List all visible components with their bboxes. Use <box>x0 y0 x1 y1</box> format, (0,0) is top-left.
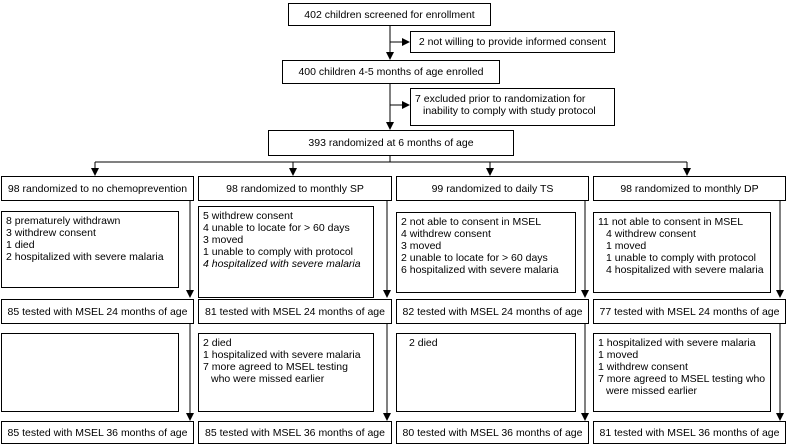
tested-24-box: 85 tested with MSEL 24 months of age <box>1 299 194 324</box>
loss-line: 1 moved <box>606 240 647 252</box>
loss-line: 2 died <box>409 337 438 349</box>
excluded-line-2: inability to comply with study protocol <box>423 105 596 117</box>
loss-line: 7 more agreed to MSEL testing who <box>598 373 766 385</box>
loss-line: 1 unable to comply with protocol <box>606 252 756 264</box>
loss-line: 7 more agreed to MSEL testing <box>203 361 348 373</box>
loss-box-1: 11 not able to consent in MSEL 4 withdre… <box>593 212 771 293</box>
tested-36-text: 85 tested with MSEL 36 months of age <box>205 426 385 439</box>
loss-box-1: 2 not able to consent in MSEL 4 withdrew… <box>396 212 576 293</box>
tested-36-text: 81 tested with MSEL 36 months of age <box>599 426 780 439</box>
arm-title-text: 99 randomized to daily TS <box>431 182 554 195</box>
loss-line: 4 withdrew consent <box>401 228 491 240</box>
loss-line: 2 hospitalized with severe malaria <box>6 251 164 263</box>
loss-line: 1 withdrew consent <box>598 361 688 373</box>
loss-box-2 <box>1 333 179 412</box>
loss-line: 4 hospitalized with severe malaria <box>606 264 764 276</box>
loss-line: 4 hospitalized with severe malaria <box>203 258 361 270</box>
not-willing-text: 2 not willing to provide informed consen… <box>418 36 607 48</box>
randomized-text: 393 randomized at 6 months of age <box>308 137 474 149</box>
tested-36-box: 81 tested with MSEL 36 months of age <box>593 421 786 444</box>
loss-line: 3 withdrew consent <box>6 227 96 239</box>
tested-24-box: 82 tested with MSEL 24 months of age <box>396 299 589 324</box>
tested-36-text: 80 tested with MSEL 36 months of age <box>402 426 583 439</box>
tested-24-text: 82 tested with MSEL 24 months of age <box>402 305 583 318</box>
not-willing-box: 2 not willing to provide informed consen… <box>410 31 615 53</box>
arm-title-box: 98 randomized to monthly DP <box>593 176 786 201</box>
loss-line: 4 unable to locate for > 60 days <box>203 222 350 234</box>
loss-box-1: 5 withdrew consent 4 unable to locate fo… <box>198 206 374 298</box>
tested-36-text: 85 tested with MSEL 36 months of age <box>7 426 188 439</box>
loss-line: 4 withdrew consent <box>606 228 696 240</box>
arm-title-text: 98 randomized to monthly SP <box>226 182 364 195</box>
loss-line: 5 withdrew consent <box>203 210 293 222</box>
loss-line: 8 prematurely withdrawn <box>6 215 121 227</box>
tested-24-text: 77 tested with MSEL 24 months of age <box>599 305 780 318</box>
loss-line: who were missed earlier <box>211 373 325 385</box>
excluded-line-1: 7 excluded prior to randomization for <box>415 93 586 105</box>
loss-line: 1 hospitalized with severe malaria <box>598 337 756 349</box>
excluded-box: 7 excluded prior to randomization for in… <box>410 88 615 126</box>
screened-box: 402 children screened for enrollment <box>288 3 491 26</box>
loss-box-1: 8 prematurely withdrawn 3 withdrew conse… <box>1 211 179 288</box>
loss-line: 3 moved <box>203 234 244 246</box>
loss-line: 1 hospitalized with severe malaria <box>203 349 361 361</box>
loss-box-2: 2 died 1 hospitalized with severe malari… <box>198 333 374 412</box>
randomized-box: 393 randomized at 6 months of age <box>268 130 514 156</box>
loss-line: were missed earlier <box>606 385 698 397</box>
arm-title-box: 99 randomized to daily TS <box>396 176 589 201</box>
loss-line: 2 not able to consent in MSEL <box>401 216 542 228</box>
loss-line: 6 hospitalized with severe malaria <box>401 264 559 276</box>
loss-line: 2 died <box>203 337 232 349</box>
screened-text: 402 children screened for enrollment <box>304 8 475 21</box>
loss-line: 1 unable to comply with protocol <box>203 246 353 258</box>
loss-line: 1 moved <box>598 349 639 361</box>
tested-36-box: 85 tested with MSEL 36 months of age <box>198 421 392 444</box>
arm-title-box: 98 randomized to no chemoprevention <box>1 176 194 201</box>
tested-36-box: 80 tested with MSEL 36 months of age <box>396 421 589 444</box>
tested-24-box: 81 tested with MSEL 24 months of age <box>198 299 392 324</box>
enrolled-text: 400 children 4-5 months of age enrolled <box>298 66 484 78</box>
loss-line: 1 died <box>6 239 35 251</box>
loss-line: 2 unable to locate for > 60 days <box>401 252 548 264</box>
tested-36-box: 85 tested with MSEL 36 months of age <box>1 421 194 444</box>
arm-title-box: 98 randomized to monthly SP <box>198 176 392 201</box>
tested-24-box: 77 tested with MSEL 24 months of age <box>593 299 786 324</box>
tested-24-text: 81 tested with MSEL 24 months of age <box>205 305 385 318</box>
arm-title-text: 98 randomized to no chemoprevention <box>7 182 188 195</box>
tested-24-text: 85 tested with MSEL 24 months of age <box>7 305 188 318</box>
loss-line: 11 not able to consent in MSEL <box>598 216 744 228</box>
arm-title-text: 98 randomized to monthly DP <box>620 182 759 195</box>
loss-box-2: 1 hospitalized with severe malaria 1 mov… <box>593 333 771 412</box>
loss-box-2: 2 died <box>396 333 576 412</box>
loss-line: 3 moved <box>401 240 442 252</box>
enrolled-box: 400 children 4-5 months of age enrolled <box>282 60 500 84</box>
